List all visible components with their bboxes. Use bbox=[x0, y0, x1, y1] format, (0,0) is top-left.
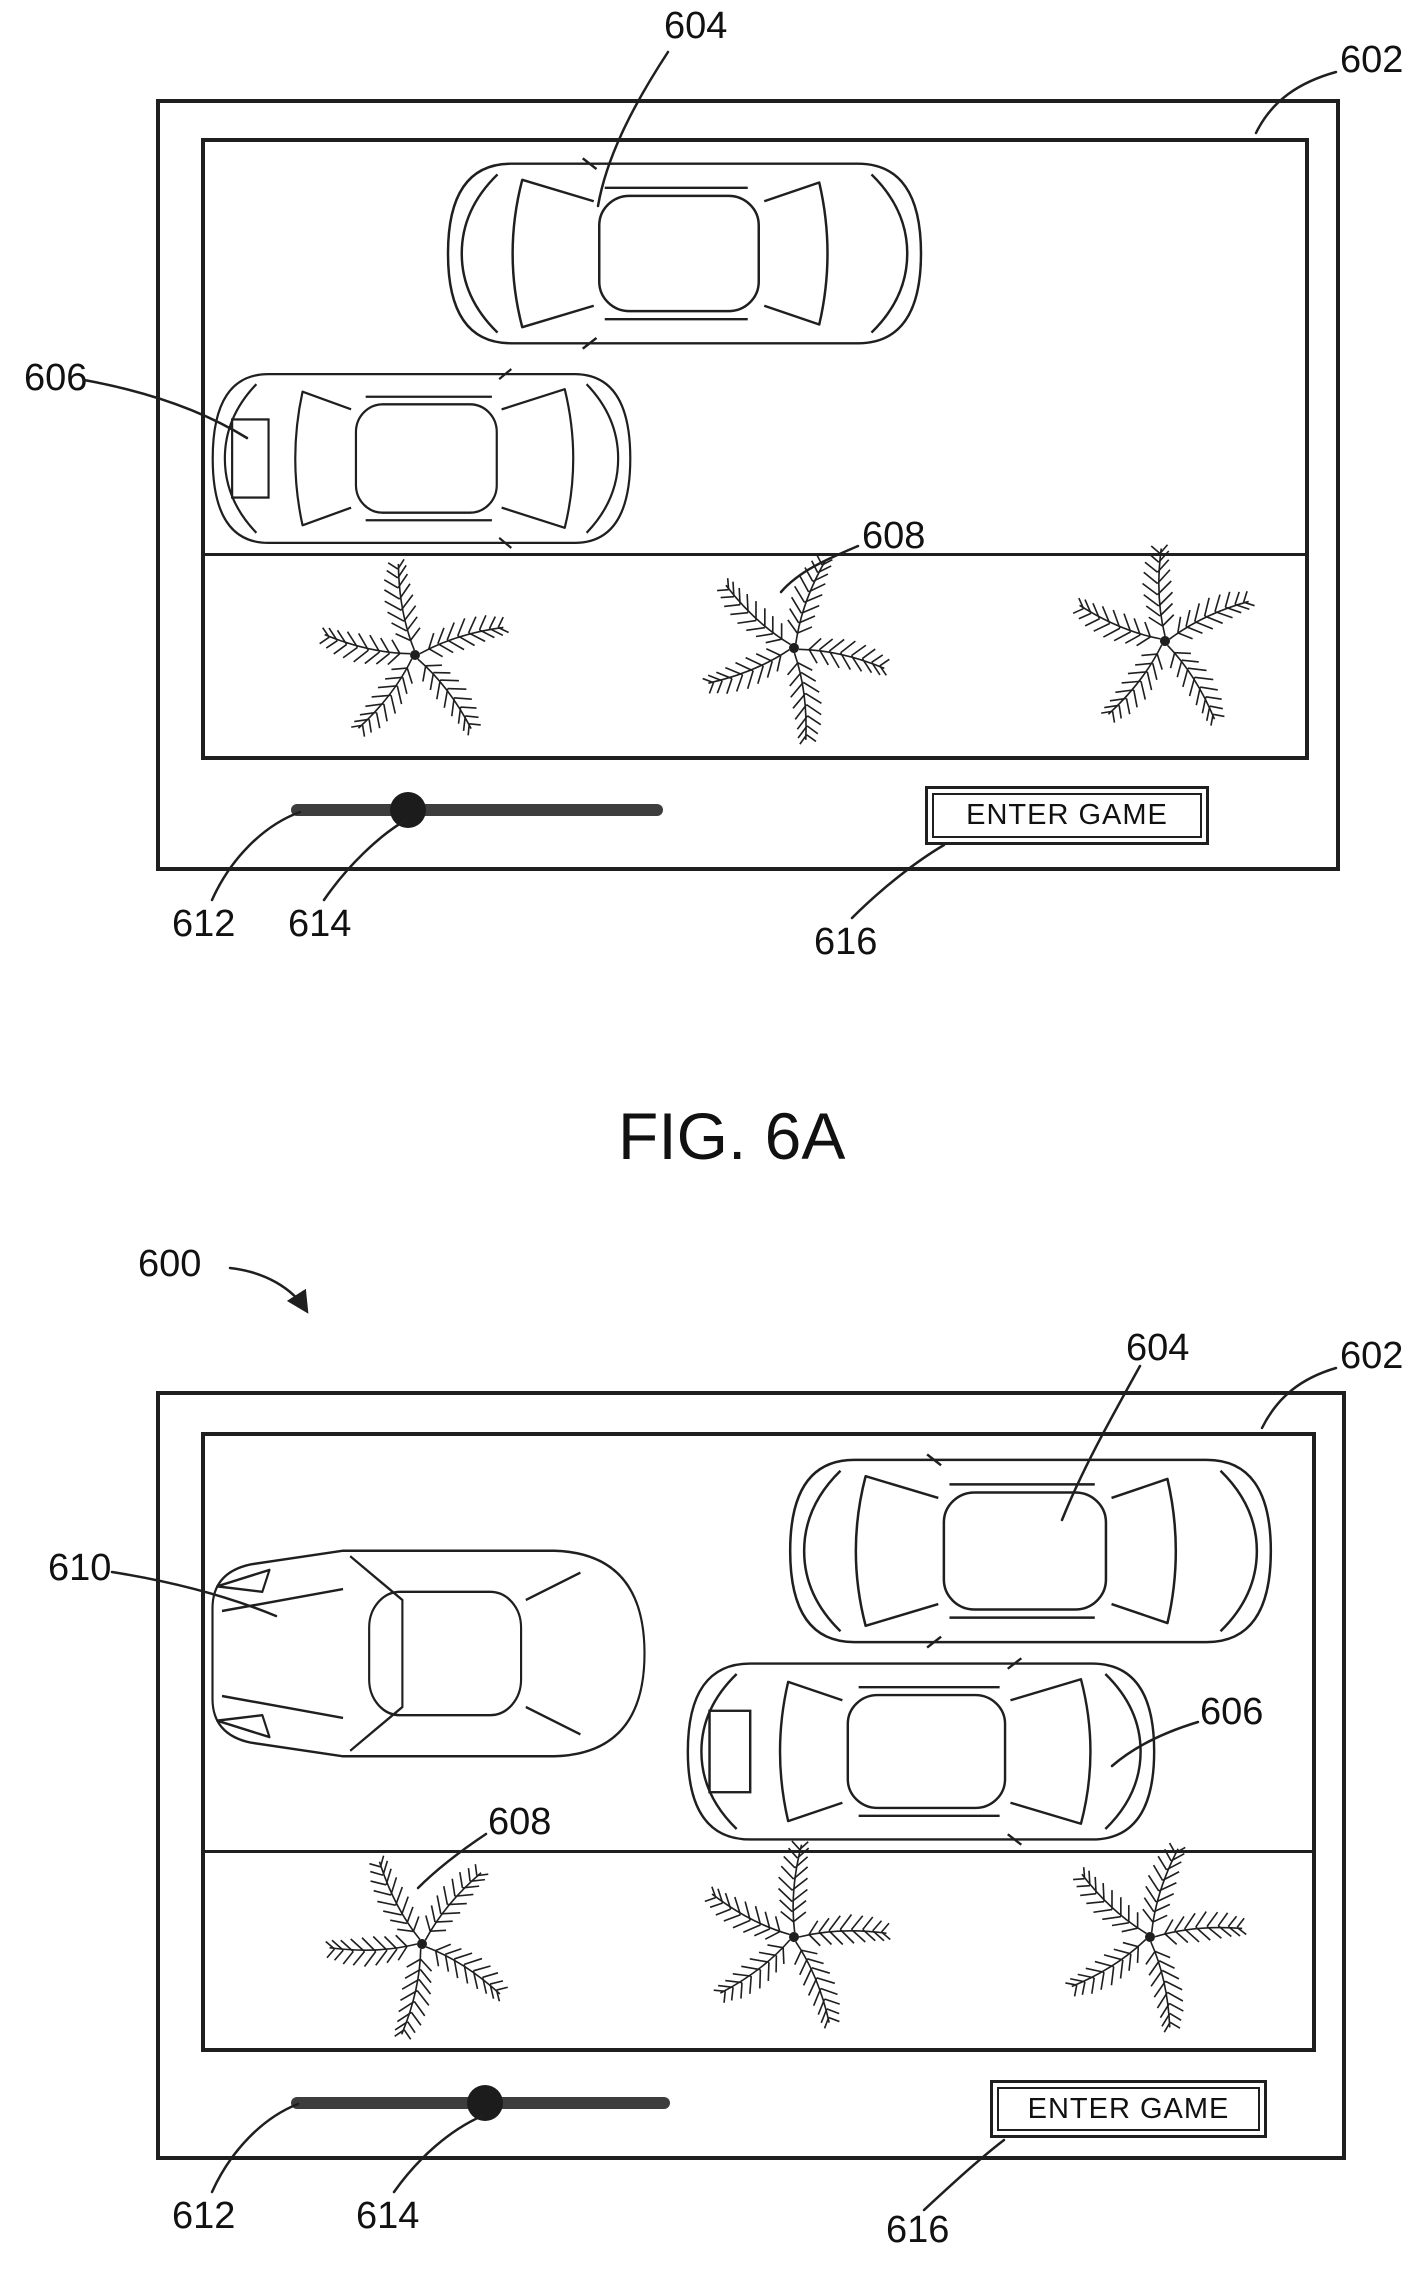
slider-thumb-614[interactable] bbox=[467, 2085, 503, 2121]
ref-label-610: 610 bbox=[48, 1547, 112, 1589]
slider-thumb-614[interactable] bbox=[390, 792, 426, 828]
enter-game-button-label: ENTER GAME bbox=[997, 2087, 1260, 2131]
arrow-600 bbox=[228, 1266, 309, 1314]
figure-caption: FIG. 6A bbox=[618, 1099, 846, 1173]
ref-label-614: 614 bbox=[356, 2195, 420, 2237]
palm-tree-icon bbox=[315, 555, 515, 755]
car-604-icon bbox=[437, 153, 932, 354]
palm-tree-icon bbox=[694, 1837, 894, 2037]
ref-label-608: 608 bbox=[862, 515, 926, 557]
road-divider-line bbox=[205, 1850, 1312, 1853]
ref-label-602: 602 bbox=[1340, 1335, 1404, 1377]
ref-label-604: 604 bbox=[1126, 1327, 1190, 1369]
slider-track-612[interactable] bbox=[291, 804, 663, 816]
ref-label-606: 606 bbox=[1200, 1691, 1264, 1733]
ref-label-616: 616 bbox=[886, 2209, 950, 2251]
ref-label-602: 602 bbox=[1340, 39, 1404, 81]
car-606-icon bbox=[677, 1653, 1165, 1850]
car-604-icon bbox=[779, 1449, 1282, 1653]
car-606-icon bbox=[203, 364, 640, 553]
ref-label-612: 612 bbox=[172, 903, 236, 945]
road-divider-line bbox=[205, 553, 1305, 556]
enter-game-button[interactable]: ENTER GAME bbox=[990, 2080, 1267, 2138]
palm-tree-icon bbox=[1050, 1837, 1250, 2037]
palm-tree-icon bbox=[694, 548, 894, 748]
ref-label-604: 604 bbox=[664, 5, 728, 47]
ref-label-616: 616 bbox=[814, 921, 878, 963]
ref-label-608: 608 bbox=[488, 1801, 552, 1843]
palm-tree-icon bbox=[322, 1844, 522, 2044]
game-screen-panel-1 bbox=[201, 138, 1309, 760]
ref-label-600: 600 bbox=[138, 1243, 202, 1285]
game-screen-panel-2 bbox=[201, 1432, 1316, 2052]
palm-tree-icon bbox=[1065, 541, 1265, 741]
ref-label-606: 606 bbox=[24, 357, 88, 399]
enter-game-button[interactable]: ENTER GAME bbox=[925, 786, 1209, 845]
ref-label-612: 612 bbox=[172, 2195, 236, 2237]
car-610-icon bbox=[205, 1537, 654, 1770]
enter-game-button-label: ENTER GAME bbox=[932, 793, 1202, 838]
ref-label-614: 614 bbox=[288, 903, 352, 945]
